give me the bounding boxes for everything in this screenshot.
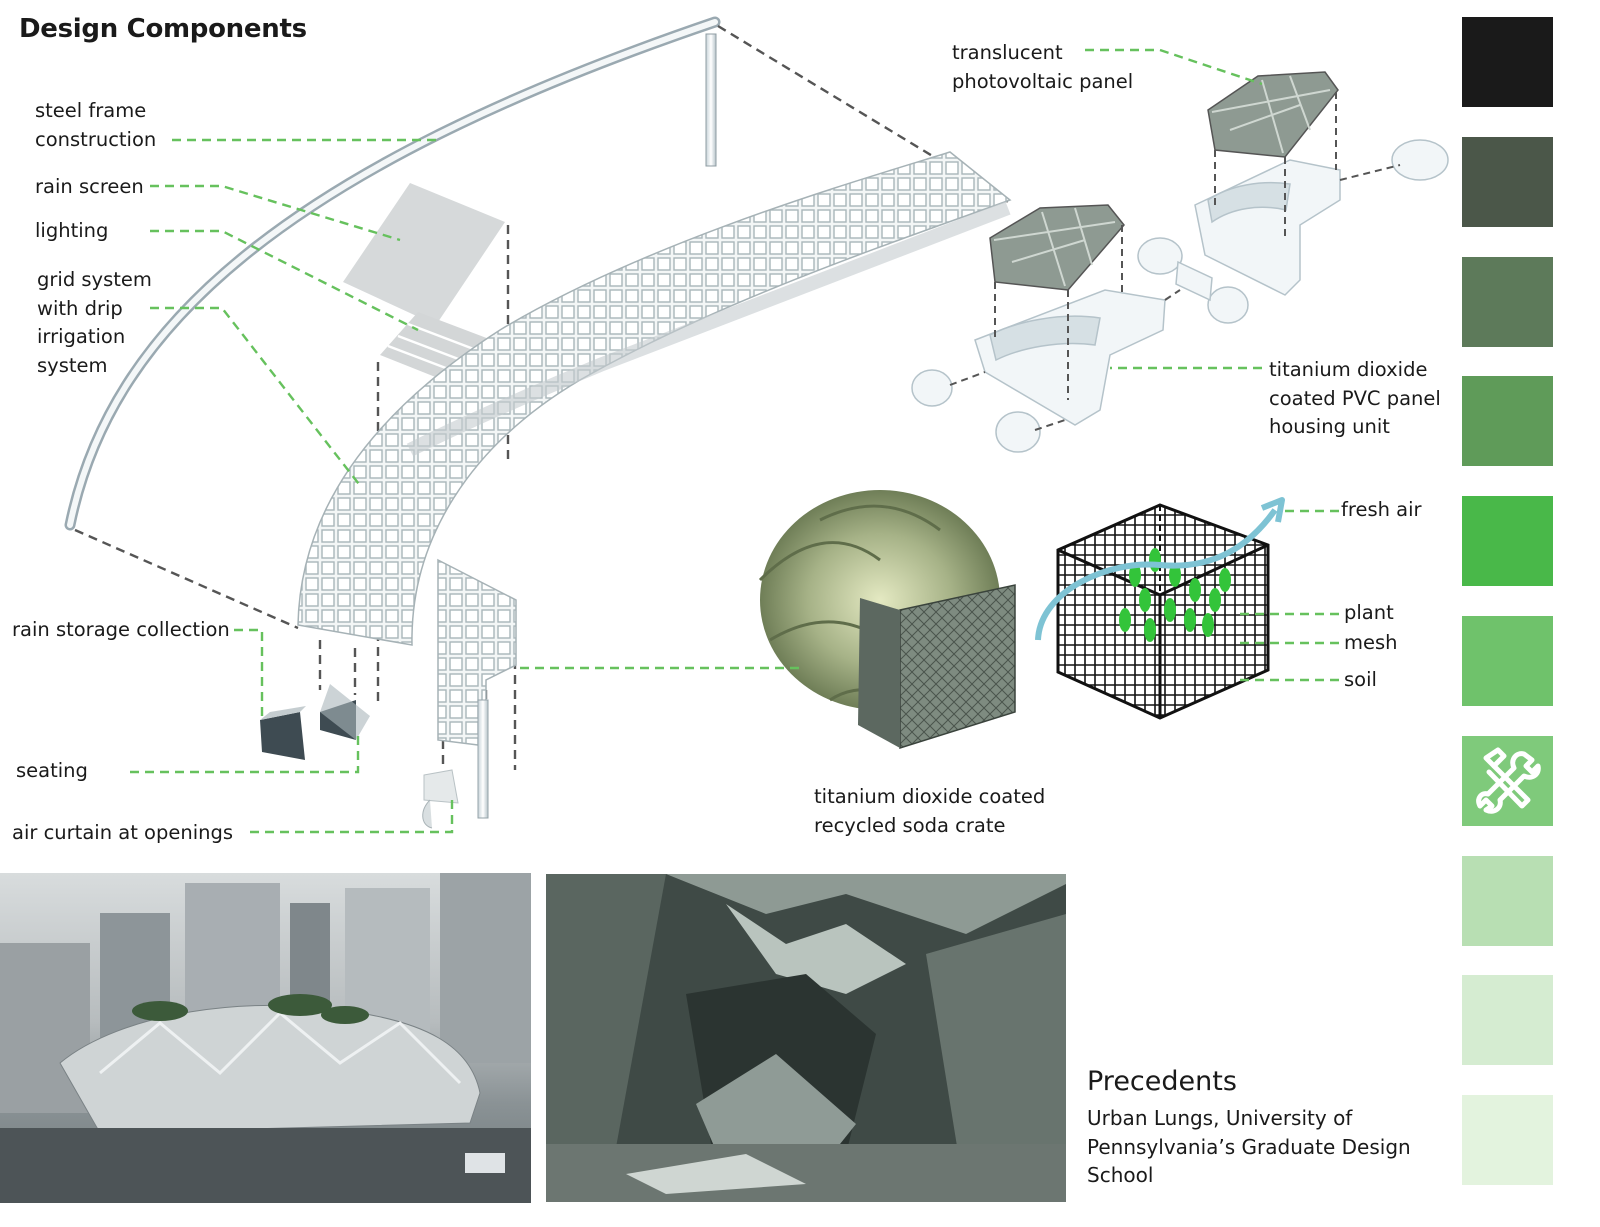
hammer-wrench-icon (1476, 747, 1541, 814)
label-air-curtain: air curtain at openings (12, 821, 234, 844)
palette-swatch (1462, 376, 1553, 467)
soda-crate-with-plant (758, 490, 1016, 750)
palette-swatch (1462, 735, 1553, 826)
precedents-description: Urban Lungs, University of Pennsylvania’… (1087, 1106, 1411, 1187)
precedent-photo-interior (546, 874, 1066, 1202)
palette-swatch (1462, 136, 1553, 227)
palette-swatch (1462, 616, 1553, 706)
label-mesh: mesh (1344, 631, 1398, 654)
precedents-title: Precedents (1087, 1066, 1237, 1097)
palette-swatch (1462, 496, 1553, 587)
crate-section-diagram (1035, 497, 1285, 720)
grid-roof-system (297, 151, 1012, 646)
steel-post (705, 33, 717, 167)
label-rain-storage-collection: rain storage collection (12, 618, 230, 641)
rain-screen-panel (343, 183, 505, 325)
palette-swatch (1462, 1095, 1553, 1186)
palette-swatch (1462, 975, 1553, 1066)
leader-lines (130, 48, 1340, 834)
label-soda-crate: titanium dioxide coated recycled soda cr… (814, 785, 1046, 837)
photovoltaic-panel (989, 71, 1339, 291)
exploded-axonometric-diagram (64, 16, 1449, 834)
label-photovoltaic-panel: translucent photovoltaic panel (952, 41, 1134, 93)
palette-swatch (1462, 256, 1553, 347)
label-rain-screen: rain screen (35, 175, 144, 198)
label-seating: seating (16, 759, 88, 782)
palette-swatch (1462, 855, 1553, 946)
label-fresh-air: fresh air (1341, 498, 1422, 521)
palette-swatch (1462, 17, 1553, 107)
label-lighting: lighting (35, 219, 109, 242)
grid-wall-panel (437, 558, 517, 747)
label-plant: plant (1344, 601, 1394, 624)
rain-storage-boxes (260, 684, 370, 760)
page-title: Design Components (19, 14, 307, 44)
label-steel-frame-construction: steel frame construction (35, 99, 157, 151)
precedent-photo-exterior (0, 873, 531, 1203)
label-pvc-housing-unit: titanium dioxide coated PVC panel housin… (1269, 358, 1441, 438)
pvc-housing-units (911, 139, 1449, 453)
label-grid-system: grid system with drip irrigation system (37, 268, 152, 377)
label-soil: soil (1344, 668, 1377, 691)
